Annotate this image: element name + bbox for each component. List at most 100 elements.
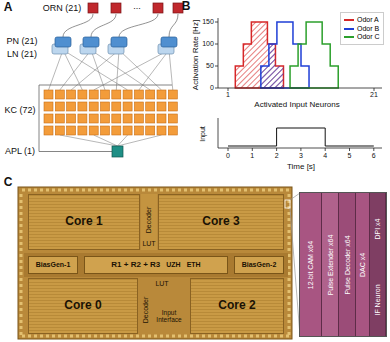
kc-cell — [101, 90, 110, 99]
bond-pad — [214, 189, 217, 192]
bond-pad — [256, 189, 259, 192]
circuit-column: 12-bit CAM x64 — [300, 193, 322, 336]
kc-apl-wire — [118, 135, 162, 146]
column-label: IF Neuron — [374, 285, 382, 316]
annotation-label: Activation Rate [Hz] — [192, 20, 201, 90]
legend-swatch — [344, 19, 354, 21]
tick — [374, 88, 375, 91]
bond-pad — [288, 278, 291, 281]
kc-cell — [157, 90, 166, 99]
bond-pad — [20, 218, 23, 221]
pn-kc-wire — [94, 50, 169, 90]
legend-box: Odor AOdor BOdor C — [340, 12, 384, 45]
circuit-column: Pulse Extender x64 — [322, 193, 339, 336]
tick — [276, 148, 277, 151]
tick — [215, 66, 218, 67]
annotation-label: 5 — [348, 152, 352, 160]
bond-pad — [136, 189, 139, 192]
orn-pn-wire — [91, 14, 116, 37]
orn-cell — [173, 3, 183, 13]
bond-pad — [208, 335, 211, 338]
legend-row: Odor B — [344, 25, 380, 33]
bond-pad — [20, 254, 23, 257]
bond-pad — [40, 335, 43, 338]
panel-letter: B — [182, 0, 191, 13]
bond-pad — [88, 189, 91, 192]
pn-box — [161, 37, 177, 47]
bond-pad — [202, 189, 205, 192]
orn-cell — [111, 3, 121, 13]
apl-feedback-wire — [39, 85, 172, 152]
kc-cell — [78, 126, 87, 135]
input-pulse — [228, 128, 374, 146]
bond-pad — [142, 335, 145, 338]
bond-pad — [20, 230, 23, 233]
kc-cell — [123, 102, 132, 111]
kc-cell — [101, 126, 110, 135]
bond-pad — [288, 296, 291, 299]
odor-overlap — [261, 22, 309, 88]
bond-pad — [288, 308, 291, 311]
core-label: Core 3 — [202, 215, 239, 228]
bond-pad — [20, 284, 23, 287]
annotation-label: Input — [199, 126, 207, 142]
annotation-label: 2 — [275, 152, 279, 160]
column-label: DPI x4 — [374, 218, 382, 239]
kc-cell — [146, 126, 155, 135]
tick — [215, 44, 218, 45]
bond-pad — [268, 189, 271, 192]
bond-pad — [112, 335, 115, 338]
bond-pad — [20, 296, 23, 299]
kc-cell — [55, 90, 64, 99]
kc-cell — [157, 102, 166, 111]
bond-pad — [226, 189, 229, 192]
annotation-label: KC (72) — [4, 106, 35, 116]
kc-cell — [78, 102, 87, 111]
core-region: Core 3 — [158, 194, 284, 250]
bond-pad — [274, 335, 277, 338]
bond-pad — [76, 189, 79, 192]
bond-pad — [100, 189, 103, 192]
bond-pad — [20, 266, 23, 269]
bond-pad — [184, 189, 187, 192]
kc-cell — [55, 102, 64, 111]
bond-pad — [244, 189, 247, 192]
orn-pn-wire — [119, 14, 158, 37]
annotation-label: LN (21) — [7, 50, 37, 60]
zoom-line — [290, 208, 300, 336]
orn-cell — [153, 3, 163, 13]
bond-pad — [20, 272, 23, 275]
kc-apl-wire — [60, 135, 118, 146]
kc-cell — [157, 114, 166, 123]
tick — [228, 148, 229, 151]
bond-pad — [288, 332, 291, 335]
kc-cell — [168, 102, 177, 111]
legend-row: Odor A — [344, 16, 380, 24]
column-label: Pulse Decoder x64 — [344, 235, 352, 294]
kc-cell — [168, 126, 177, 135]
core-label: Core 0 — [64, 299, 101, 312]
bond-pad — [106, 189, 109, 192]
bond-pad — [20, 314, 23, 317]
orn-pn-wire — [63, 14, 93, 37]
annotation-label: 50 — [206, 62, 214, 70]
bond-pad — [288, 326, 291, 329]
bond-pad — [262, 189, 265, 192]
bond-pad — [274, 189, 277, 192]
bond-pad — [82, 335, 85, 338]
annotation-label: 4 — [323, 152, 327, 160]
bias-band — [24, 253, 288, 277]
bond-pad — [280, 335, 283, 338]
kc-cell — [134, 102, 143, 111]
core-region: Core 2 — [190, 278, 284, 334]
kc-cell — [112, 126, 121, 135]
kc-cell — [134, 126, 143, 135]
bond-pad — [288, 224, 291, 227]
kc-cell — [112, 102, 121, 111]
bond-pad — [20, 248, 23, 251]
bond-pad — [106, 335, 109, 338]
legend-swatch — [344, 28, 354, 30]
bond-pad — [94, 335, 97, 338]
bond-pad — [20, 320, 23, 323]
